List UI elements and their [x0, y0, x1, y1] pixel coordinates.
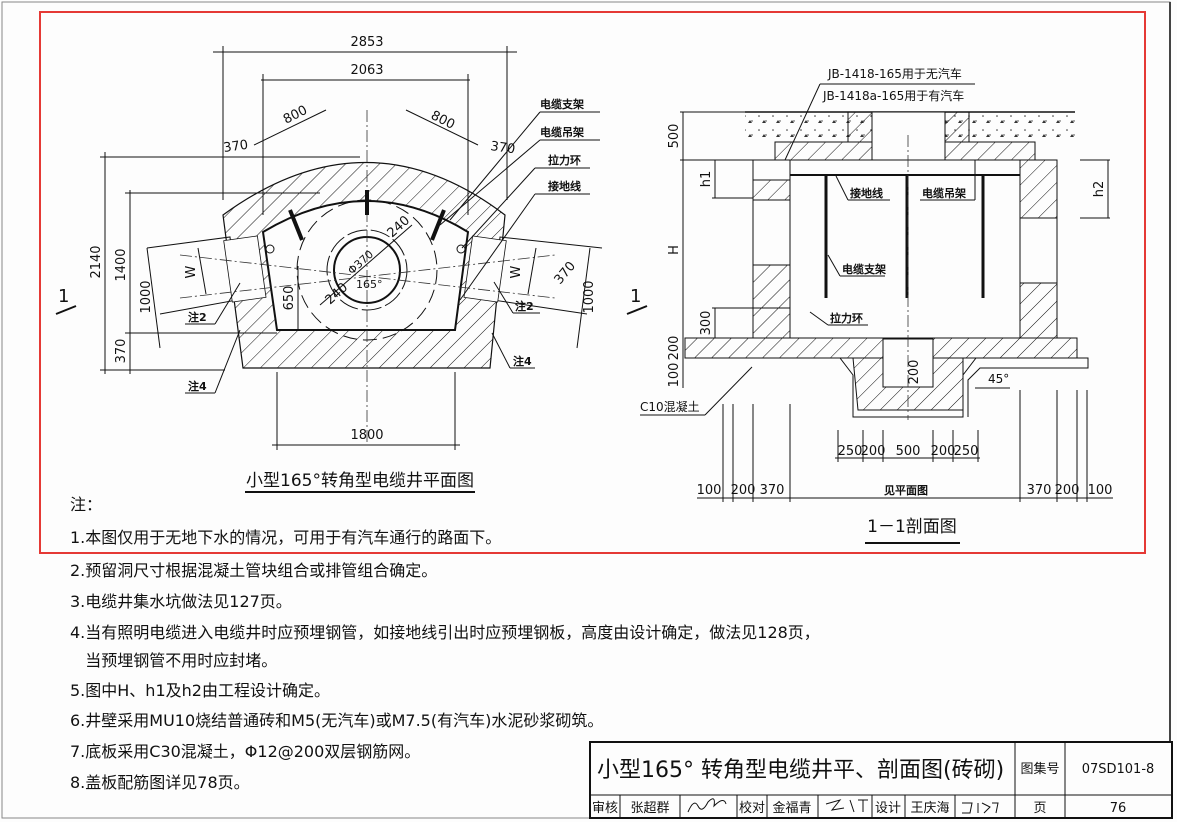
title-block: 小型165° 转角型电缆井平、剖面图(砖砌) 图集号 07SD101-8 审核 …: [589, 741, 1173, 819]
section-mark-right: 1: [630, 286, 641, 307]
dim-h1: h1: [699, 171, 714, 188]
checker-signature: [825, 799, 868, 813]
bottom-dim-see-plan: 见平面图: [884, 484, 928, 497]
atlas-label: 图集号: [1020, 761, 1059, 777]
bottom-dim-right-100: 100: [1088, 483, 1113, 498]
review-label: 审核: [592, 801, 618, 816]
sump-dim-2: 200: [861, 444, 886, 459]
bottom-dim-left-200: 200: [731, 483, 756, 498]
dim-h2: h2: [1092, 181, 1107, 198]
dim-w-left: W: [184, 265, 199, 278]
dim-2063: 2063: [350, 63, 383, 78]
label-note2-left: 注2: [188, 310, 207, 324]
note-6: 6.井壁采用MU10烧结普通砖和M5(无汽车)或M7.5(有汽车)水泥砂浆砌筑。: [70, 711, 603, 730]
section-label-cable-bracket: 电缆支架: [842, 262, 886, 276]
dim-370-base: 370: [114, 339, 129, 364]
designer-name: 王庆海: [910, 801, 949, 816]
left-wall-opening: [752, 199, 791, 266]
dim-1000-right: 1000: [582, 280, 597, 313]
sump-dim-1: 250: [838, 444, 863, 459]
right-wall-opening: [1019, 217, 1058, 284]
cover-type-no-vehicle: JB-1418-165用于无汽车: [827, 66, 962, 81]
note-7: 7.底板采用C30混凝土，Φ12@200双层钢筋网。: [70, 742, 420, 761]
note-4-cont: 当预埋钢管不用时应封堵。: [70, 651, 277, 670]
dim-370-right: 370: [489, 139, 516, 157]
designer-signature: [962, 802, 999, 814]
manhole-opening: [871, 111, 946, 161]
label-45-degree: 45°: [988, 372, 1009, 386]
bottom-dim-right-200: 200: [1055, 483, 1080, 498]
atlas-number: 07SD101-8: [1082, 762, 1155, 777]
reviewer-name: 张超群: [630, 801, 669, 816]
dim-2140: 2140: [89, 245, 104, 278]
dim-650: 650: [282, 286, 297, 311]
label-note4-left: 注4: [188, 379, 207, 393]
label-cable-hanger: 电缆吊架: [540, 125, 584, 139]
section-label-cable-hanger: 电缆吊架: [922, 186, 966, 200]
bottom-dim-left-370: 370: [760, 483, 785, 498]
sump-dim-5: 250: [954, 444, 979, 459]
label-note4-right: 注4: [513, 354, 532, 368]
note-8: 8.盖板配筋图详见78页。: [70, 773, 250, 792]
label-ground-wire: 接地线: [548, 179, 581, 193]
dim-370-left: 370: [222, 138, 249, 156]
page-label: 页: [1033, 801, 1046, 816]
drawing-title: 小型165° 转角型电缆井平、剖面图(砖砌): [597, 758, 1004, 783]
bottom-dim-left-100: 100: [697, 483, 722, 498]
note-2: 2.预留洞尺寸根据混凝土管块组合或排管组合确定。: [70, 561, 437, 580]
bottom-dim-right-370: 370: [1027, 483, 1052, 498]
dim-1400: 1400: [114, 248, 129, 281]
note-5: 5.图中H、h1及h2由工程设计确定。: [70, 681, 330, 700]
pull-ring-right: [456, 244, 466, 254]
label-note2-right: 注2: [515, 299, 534, 313]
label-c10-concrete: C10混凝土: [640, 399, 700, 414]
label-cable-bracket: 电缆支架: [540, 97, 584, 111]
dim-1800: 1800: [350, 428, 383, 443]
section-label-pull-ring: 拉力环: [830, 311, 863, 325]
dim-sump-200: 200: [907, 360, 922, 385]
section-view: JB-1418-165用于无汽车 JB-1418a-165用于有汽车 接地线 电…: [640, 66, 1113, 544]
sump-dim-3: 500: [896, 444, 921, 459]
dim-500: 500: [667, 124, 682, 149]
note-1: 1.本图仅用于无地下水的情况，可用于有汽车通行的路面下。: [70, 528, 501, 547]
dim-w-right: W: [509, 265, 524, 278]
pull-ring-left: [265, 244, 275, 254]
note-4: 4.当有照明电缆进入电缆井时应预埋钢管，如接地线引出时应预埋钢板，高度由设计确定…: [70, 623, 820, 642]
highlight-box: [39, 11, 1146, 554]
dim-2853: 2853: [350, 35, 383, 50]
plan-view-title: 小型165°转角型电缆井平面图: [246, 471, 474, 491]
notes-heading: 注：: [70, 495, 102, 514]
dim-800-left: 800: [281, 103, 310, 128]
dim-H: H: [667, 245, 682, 255]
dim-300: 300: [699, 311, 714, 336]
notes: 注： 1.本图仅用于无地下水的情况，可用于有汽车通行的路面下。 2.预留洞尺寸根…: [70, 495, 820, 792]
checker-name: 金福青: [772, 800, 811, 816]
dim-angle: 165°: [356, 278, 383, 291]
reviewer-signature: [687, 798, 727, 813]
dim-800-right: 800: [428, 108, 457, 133]
plan-view: 2853 2063 800 800 370 370 370 2140 1400 …: [55, 35, 648, 493]
dim-370-duct: 370: [552, 259, 579, 288]
page-number: 76: [1110, 801, 1127, 816]
section-mark-left: 1: [58, 286, 69, 307]
label-pull-ring: 拉力环: [548, 153, 581, 167]
dim-100: 100: [667, 363, 682, 388]
check-label: 校对: [739, 800, 765, 816]
section-label-ground-wire: 接地线: [850, 186, 883, 200]
cover-type-vehicle: JB-1418a-165用于有汽车: [822, 88, 964, 103]
section-view-title: 1－1剖面图: [867, 517, 957, 537]
note-3: 3.电缆井集水坑做法见127页。: [70, 592, 292, 611]
design-label: 设计: [875, 801, 901, 816]
dim-1000-left: 1000: [139, 280, 154, 313]
dim-200: 200: [667, 336, 682, 361]
sump-dim-4: 200: [931, 444, 956, 459]
base-slab: [684, 337, 1078, 359]
